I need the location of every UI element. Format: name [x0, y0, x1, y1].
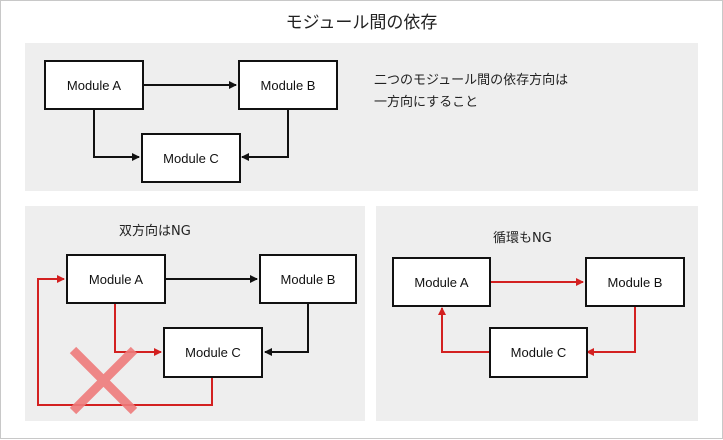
left-module-a: Module A [66, 254, 166, 304]
top-module-c: Module C [141, 133, 241, 183]
left-caption: 双方向はNG [119, 224, 191, 239]
top-module-a: Module A [44, 60, 144, 110]
left-module-c: Module C [163, 327, 263, 378]
right-module-b: Module B [585, 257, 685, 307]
right-module-c: Module C [489, 327, 588, 378]
right-panel [376, 206, 698, 421]
page-title: モジュール間の依存 [285, 13, 438, 33]
right-caption: 循環もNG [493, 231, 552, 246]
left-panel [25, 206, 365, 421]
top-note-line1: 二つのモジュール間の依存方向は [374, 73, 569, 88]
left-module-b: Module B [259, 254, 357, 304]
top-note-line2: 一方向にすること [374, 95, 479, 110]
right-module-a: Module A [392, 257, 491, 307]
top-module-b: Module B [238, 60, 338, 110]
